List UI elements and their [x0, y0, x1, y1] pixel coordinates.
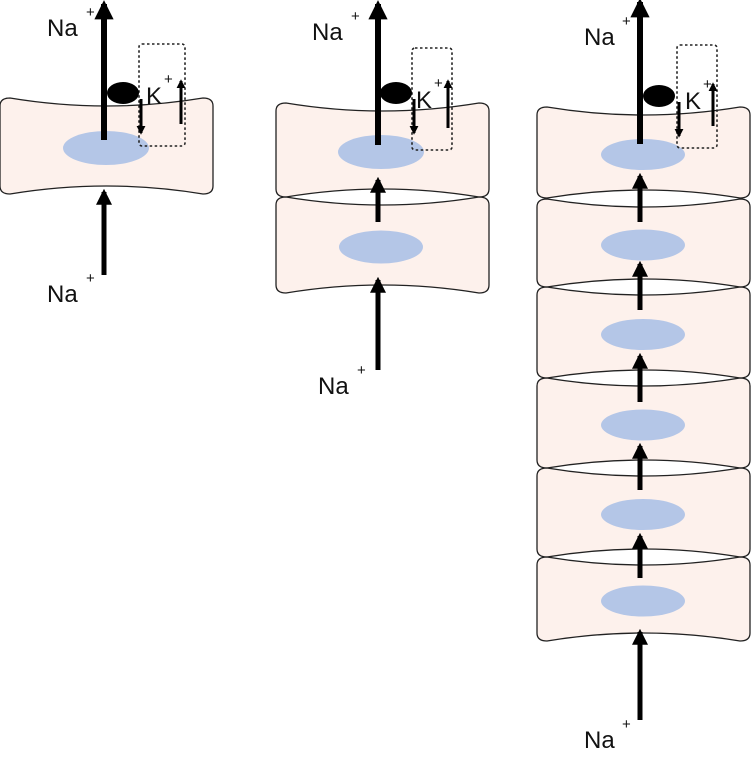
panel-3-cell-3 — [536, 286, 751, 379]
panel-1-na-bottom-label-symbol: Na — [47, 281, 78, 308]
cell-nucleus — [601, 585, 685, 617]
panel-1-pump-unit — [107, 43, 186, 147]
panel-2-cell-2 — [275, 196, 490, 294]
panel-2-k-label-charge: + — [434, 75, 443, 92]
potassium-recycling-loop — [411, 47, 453, 151]
panel-2-na-bottom-label: Na + — [318, 362, 366, 400]
cell-nucleus — [338, 135, 424, 169]
panel-3-na-bottom-label-symbol: Na — [584, 727, 615, 754]
panel-3-cell-5 — [536, 467, 751, 558]
cell-nucleus — [63, 131, 149, 165]
na-k-pump — [380, 82, 412, 104]
panel-3-na-top-label: Na + — [584, 13, 631, 51]
panel-1-k-label-charge: + — [164, 71, 173, 88]
panel-1-na-bottom-label-charge: + — [86, 270, 95, 287]
potassium-recycling-loop — [676, 44, 718, 149]
panel-3-pump-unit — [643, 44, 718, 149]
cell-nucleus — [601, 409, 685, 441]
panel-3-k-label: K+ — [685, 76, 712, 115]
panel-3-k-label-symbol: K — [685, 88, 701, 115]
potassium-recycling-loop — [138, 43, 186, 147]
cell-nucleus — [601, 139, 685, 170]
panel-1-na-top-label-charge: + — [86, 4, 95, 21]
panel-1-na-top-label-symbol: Na — [47, 15, 78, 42]
panel-3-cell-2 — [536, 198, 751, 288]
panel-3-k-label-charge: + — [703, 76, 712, 93]
panel-1-na-bottom-label: Na + — [47, 270, 95, 308]
panel-1-k-label: K+ — [146, 71, 173, 110]
cell-nucleus — [601, 229, 685, 261]
panel-2-na-top-label-charge: + — [351, 8, 360, 25]
panel-2-na-bottom-label-charge: + — [357, 362, 366, 379]
panel-2-na-top-label-symbol: Na — [312, 19, 343, 46]
panel-2-cell-1 — [275, 102, 490, 198]
panel-3-cell-4 — [536, 377, 751, 469]
panel-2-k-label: K+ — [416, 75, 443, 114]
na-k-pump — [107, 82, 139, 104]
panel-2-pump-unit — [380, 47, 453, 151]
panel-3-na-bottom-label-charge: + — [622, 716, 631, 733]
panel-1-cell-1 — [0, 97, 214, 195]
panel-3-cell-6 — [536, 556, 751, 642]
panel-3-cell-1 — [536, 106, 751, 199]
panel-2-k-label-symbol: K — [416, 87, 432, 114]
panel-1-na-top-label: Na + — [47, 4, 95, 42]
panel-2-na-top-label: Na + — [312, 8, 360, 46]
panel-2-na-bottom-label-symbol: Na — [318, 373, 349, 400]
panel-3-na-top-label-charge: + — [622, 13, 631, 30]
panel-3-na-top-label-symbol: Na — [584, 24, 615, 51]
cell-nucleus — [339, 230, 423, 264]
panel-3-na-bottom-label: Na + — [584, 716, 631, 754]
na-k-pump — [643, 85, 675, 107]
panel-1-k-label-symbol: K — [146, 83, 162, 110]
cell-nucleus — [601, 499, 685, 530]
cell-nucleus — [601, 319, 685, 350]
